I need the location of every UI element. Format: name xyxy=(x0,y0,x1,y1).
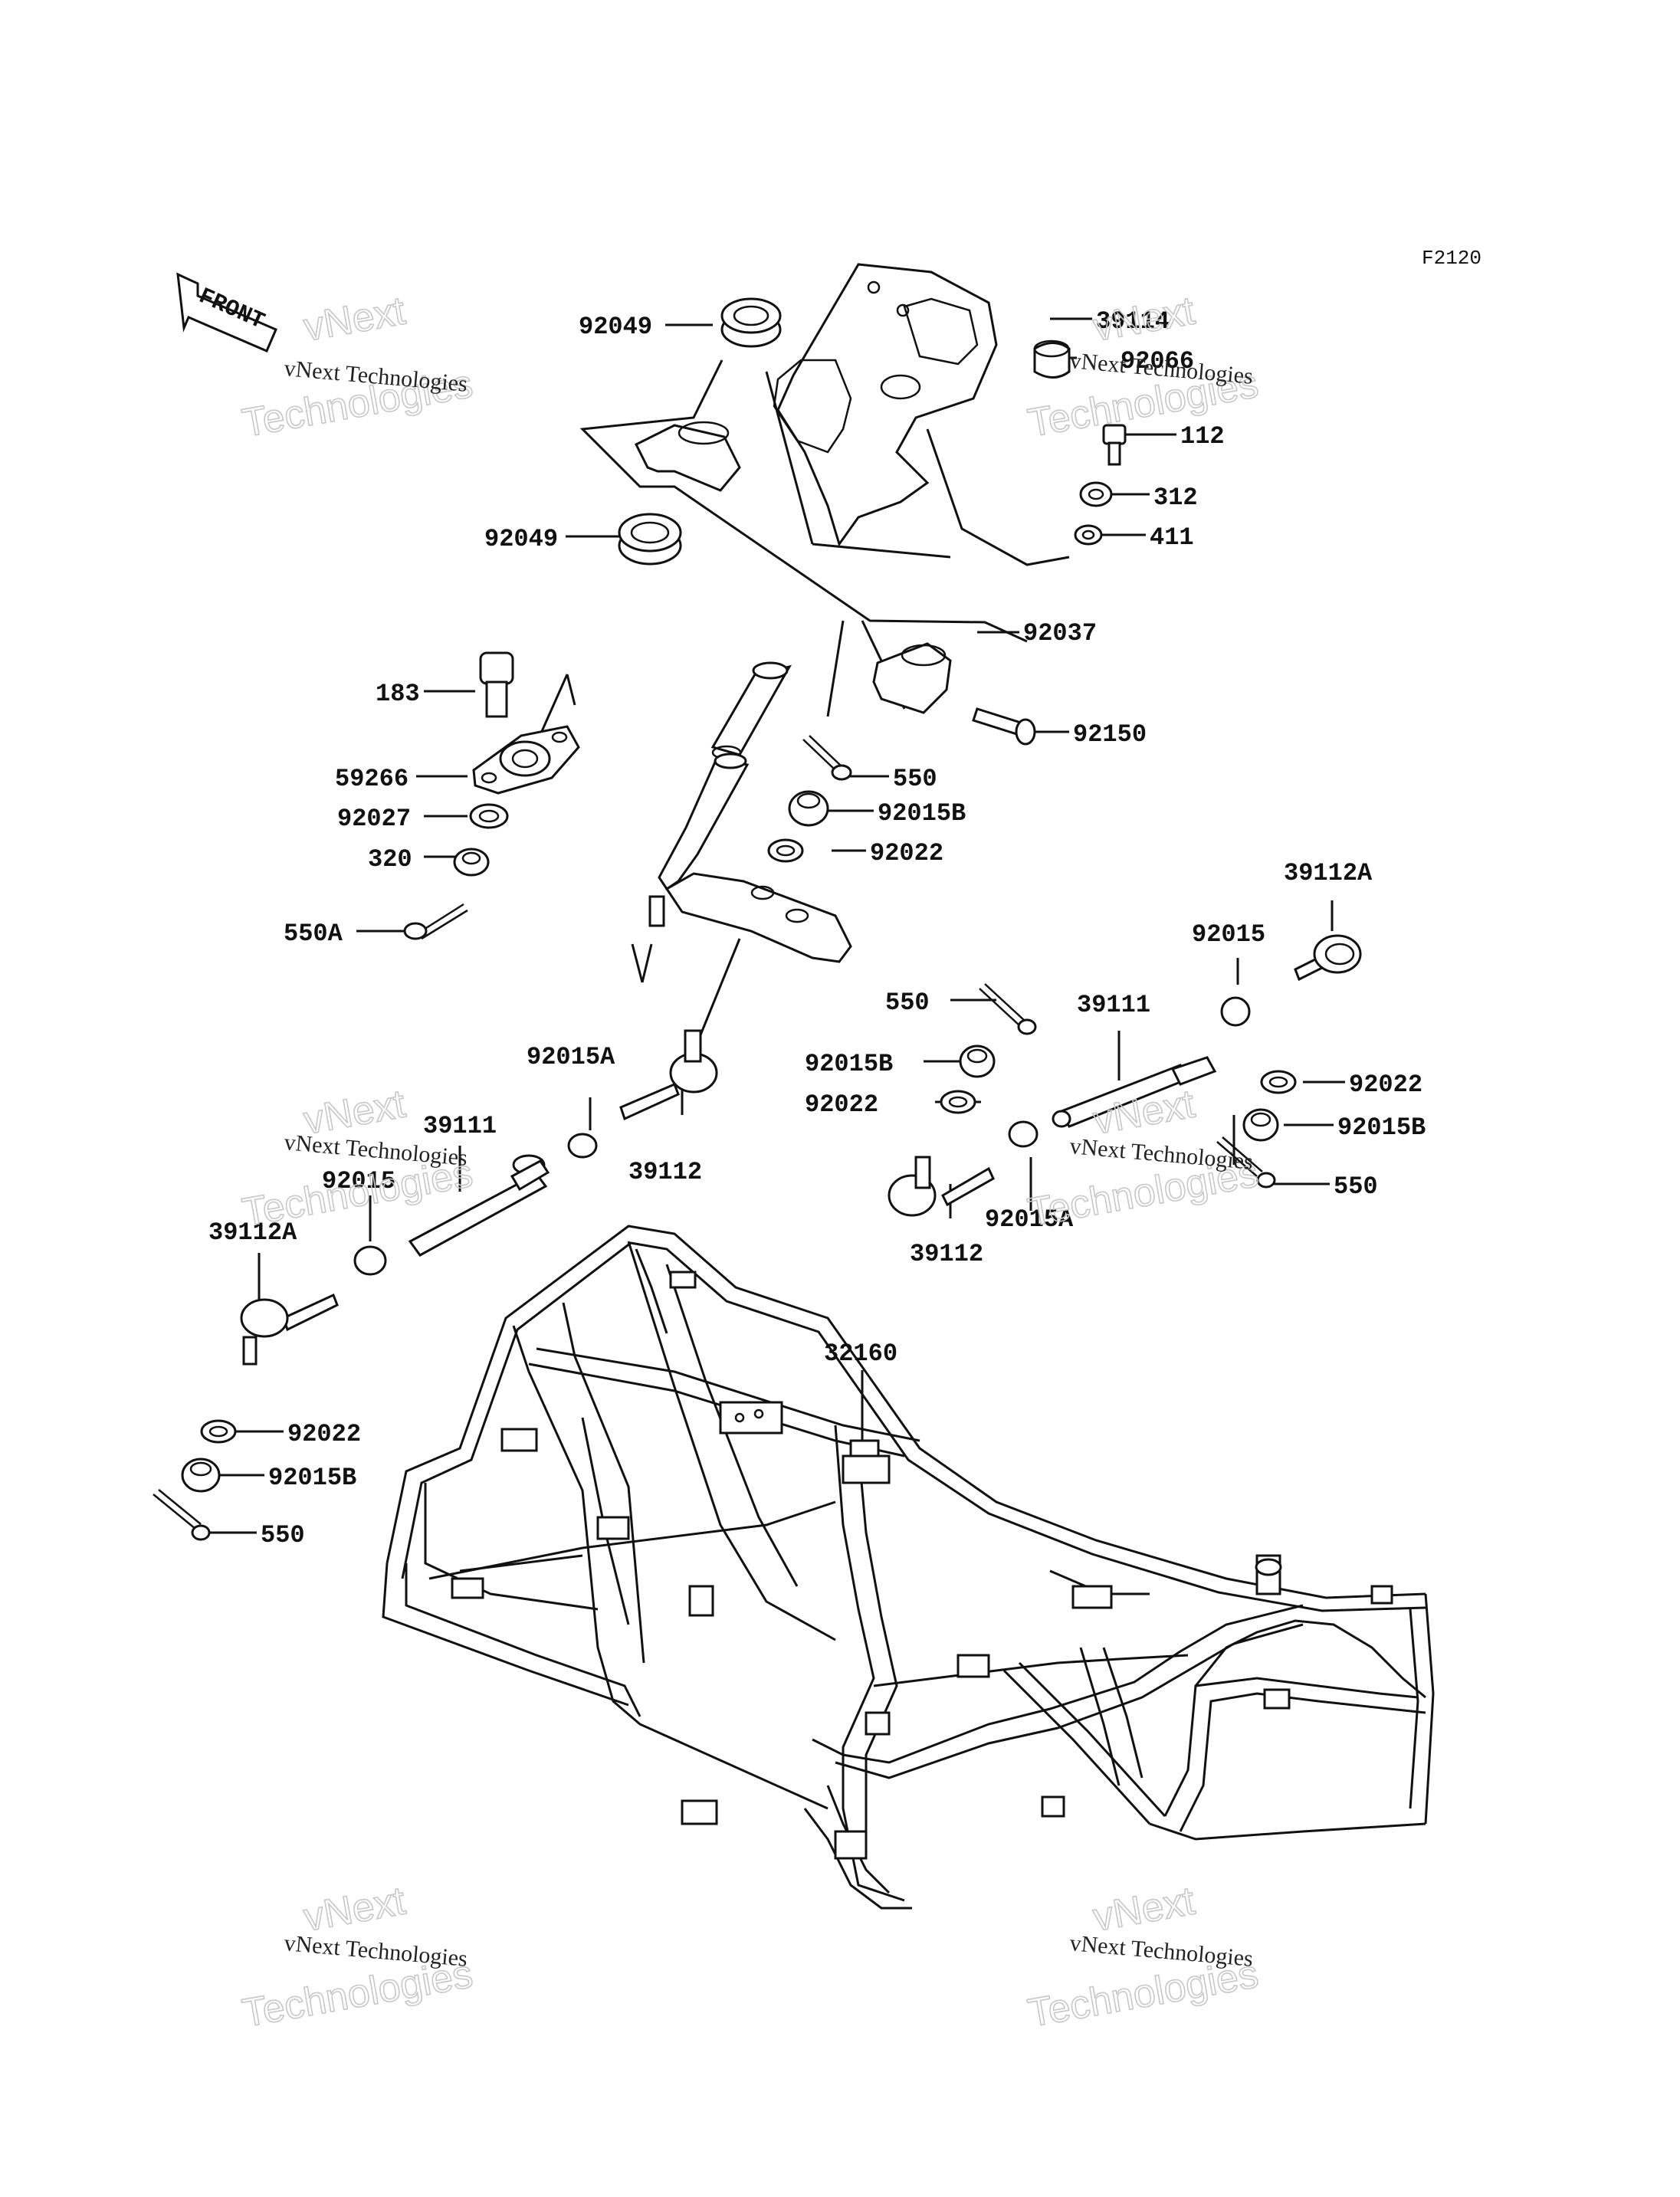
nut-320 xyxy=(453,848,490,877)
label-92049-bottom: 92049 xyxy=(484,525,558,553)
tie-rod-end-39112A-left xyxy=(240,1293,339,1366)
tie-rod-end-39112A-right xyxy=(1294,934,1362,982)
washer-92022-upper xyxy=(767,838,804,863)
washer-92027 xyxy=(469,803,509,829)
label-39112-right: 39112 xyxy=(910,1240,983,1268)
label-92022-left: 92022 xyxy=(287,1420,361,1448)
label-550A: 550A xyxy=(284,920,343,948)
bolt-183 xyxy=(479,651,514,718)
bushing-92049-bottom xyxy=(618,513,682,566)
label-92015A-right: 92015A xyxy=(985,1205,1074,1234)
cotter-pin-550A xyxy=(403,903,468,940)
watermark-top-left: vNext Technologies vNext Technologies xyxy=(238,288,477,447)
bushing-92049-top xyxy=(720,297,782,348)
label-92150: 92150 xyxy=(1073,720,1147,749)
figure-number: F2120 xyxy=(1422,247,1481,270)
bearing-holder-59266 xyxy=(472,725,580,795)
svg-text:vNext: vNext xyxy=(300,289,409,350)
label-92015B-upper: 92015B xyxy=(878,799,966,828)
bolt-112 xyxy=(1102,424,1127,466)
washer-92022-right xyxy=(1260,1070,1297,1094)
label-39111-left: 39111 xyxy=(423,1112,497,1140)
frame-32160 xyxy=(382,1225,1435,1910)
label-112: 112 xyxy=(1180,422,1225,451)
svg-text:vNext: vNext xyxy=(1090,1879,1199,1940)
watermark-mid-right: vNext Technologies vNext Technologies xyxy=(1024,1081,1262,1236)
nut-92015-left xyxy=(353,1245,387,1276)
label-92022-mid: 92022 xyxy=(805,1090,878,1119)
tie-rod-39111-right xyxy=(1052,1056,1217,1128)
label-92015B-right: 92015B xyxy=(1337,1113,1426,1142)
label-32160: 32160 xyxy=(824,1340,897,1368)
cotter-pin-550-left xyxy=(153,1489,211,1541)
nut-92015B-left xyxy=(181,1458,221,1493)
watermark-bottom-left: vNext Technologies vNext Technologies xyxy=(238,1878,477,2037)
label-550-mid: 550 xyxy=(885,989,930,1017)
cap-92066 xyxy=(1033,339,1071,379)
label-411: 411 xyxy=(1150,523,1194,552)
nut-92015B-mid xyxy=(959,1044,996,1078)
steering-shaft xyxy=(648,661,852,963)
cotter-pin-550-right xyxy=(1216,1136,1276,1189)
label-92015A-left: 92015A xyxy=(527,1043,615,1071)
label-92022-right: 92022 xyxy=(1349,1071,1422,1099)
part-labels: 92049 39114 92066 112 312 411 92049 9203… xyxy=(208,307,1426,1549)
watermark-bottom-right: vNext Technologies vNext Technologies xyxy=(1024,1878,1262,2037)
label-92015B-mid: 92015B xyxy=(805,1050,893,1078)
label-92015B-left: 92015B xyxy=(268,1464,356,1492)
watermark-mid-left: vNext Technologies vNext Technologies xyxy=(238,1081,477,1236)
front-arrow-icon: FRONT xyxy=(176,272,277,353)
nut-92015-right xyxy=(1220,996,1251,1027)
label-183: 183 xyxy=(376,680,420,708)
label-39112A-right: 39112A xyxy=(1284,859,1373,887)
washer-411 xyxy=(1074,524,1103,546)
nut-92015A-right xyxy=(1008,1120,1039,1148)
label-550-upper: 550 xyxy=(893,765,937,793)
nut-312 xyxy=(1079,481,1113,507)
bolt-92150 xyxy=(972,707,1036,746)
label-320: 320 xyxy=(368,845,412,874)
svg-text:vNext Technologies: vNext Technologies xyxy=(1068,1930,1254,1972)
label-550-left: 550 xyxy=(261,1521,305,1549)
svg-text:vNext: vNext xyxy=(1090,289,1199,350)
tie-rod-end-39112-right xyxy=(888,1156,995,1217)
label-312: 312 xyxy=(1153,484,1198,512)
nut-92015B-upper xyxy=(788,790,829,827)
label-39112-center: 39112 xyxy=(628,1158,702,1186)
nut-92015B-right xyxy=(1242,1108,1279,1142)
label-92022-upper: 92022 xyxy=(870,839,943,867)
nut-92015A-left xyxy=(567,1133,598,1159)
svg-text:vNext: vNext xyxy=(1090,1082,1199,1143)
label-59266: 59266 xyxy=(335,765,409,793)
svg-text:vNext Technologies: vNext Technologies xyxy=(283,1930,468,1972)
cotter-pin-550-upper xyxy=(802,735,852,781)
washer-92022-mid xyxy=(940,1090,976,1114)
label-92049-top: 92049 xyxy=(579,313,652,341)
label-92027: 92027 xyxy=(337,805,411,833)
cotter-pin-550-mid xyxy=(979,983,1037,1035)
handlebar-holder-39114 xyxy=(773,263,998,547)
steering-clamp-lower xyxy=(872,642,952,714)
washer-92022-left xyxy=(200,1419,237,1444)
label-92037: 92037 xyxy=(1023,619,1097,648)
label-39112A-left: 39112A xyxy=(208,1218,297,1247)
label-92015-right: 92015 xyxy=(1192,920,1265,949)
label-550-right: 550 xyxy=(1334,1172,1378,1201)
steering-clamp-upper xyxy=(634,421,741,492)
label-39114: 39114 xyxy=(1096,307,1170,336)
tie-rod-end-39112-center xyxy=(619,1029,718,1121)
label-92066: 92066 xyxy=(1121,347,1194,375)
tie-rod-39111-left xyxy=(408,1154,550,1257)
label-92015-left: 92015 xyxy=(322,1167,395,1195)
label-39111-right: 39111 xyxy=(1077,991,1150,1019)
svg-text:vNext: vNext xyxy=(300,1879,409,1940)
